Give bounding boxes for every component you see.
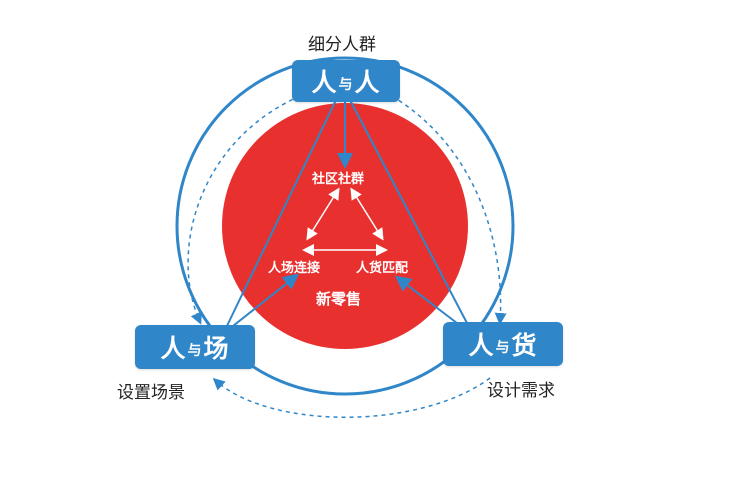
- inner-arrow-right-to-top: [350, 187, 384, 241]
- node-top-left: 人: [311, 68, 338, 97]
- inner-label-person-goods: 人货匹配: [356, 261, 409, 276]
- node-left-right: 场: [203, 334, 230, 363]
- node-person-to-person: 人 与 人: [292, 60, 400, 102]
- dashed-arrow-top-to-right: [391, 95, 507, 325]
- node-right-left: 人: [468, 331, 495, 360]
- caption-design-demand: 设计需求: [487, 381, 555, 401]
- connector-top-to-right: [349, 99, 469, 326]
- node-left-left: 人: [160, 334, 187, 363]
- outer-ring: [175, 56, 515, 396]
- node-right-mid: 与: [495, 340, 511, 356]
- caption-set-scene: 设置场景: [117, 383, 185, 403]
- dashed-arrow-top-to-left: [187, 95, 301, 325]
- node-top-right: 人: [354, 68, 381, 97]
- dashed-arrow-right-to-left: [212, 377, 491, 418]
- connector-top-to-left: [224, 99, 337, 331]
- node-right-right: 货: [511, 331, 538, 360]
- inner-arrow-left-to-top: [306, 187, 340, 241]
- caption-segment-audience: 细分人群: [308, 35, 376, 55]
- node-top-mid: 与: [338, 77, 354, 93]
- node-left-mid: 与: [187, 343, 203, 359]
- node-person-to-goods: 人 与 货: [443, 322, 563, 366]
- inner-label-community: 社区社群: [312, 172, 365, 187]
- arrow-left-in: [227, 273, 300, 331]
- center-label-new-retail: 新零售: [316, 290, 362, 308]
- inner-label-person-place: 人场连接: [268, 261, 321, 276]
- arrow-right-in: [394, 275, 467, 331]
- node-person-to-place: 人 与 场: [135, 325, 255, 369]
